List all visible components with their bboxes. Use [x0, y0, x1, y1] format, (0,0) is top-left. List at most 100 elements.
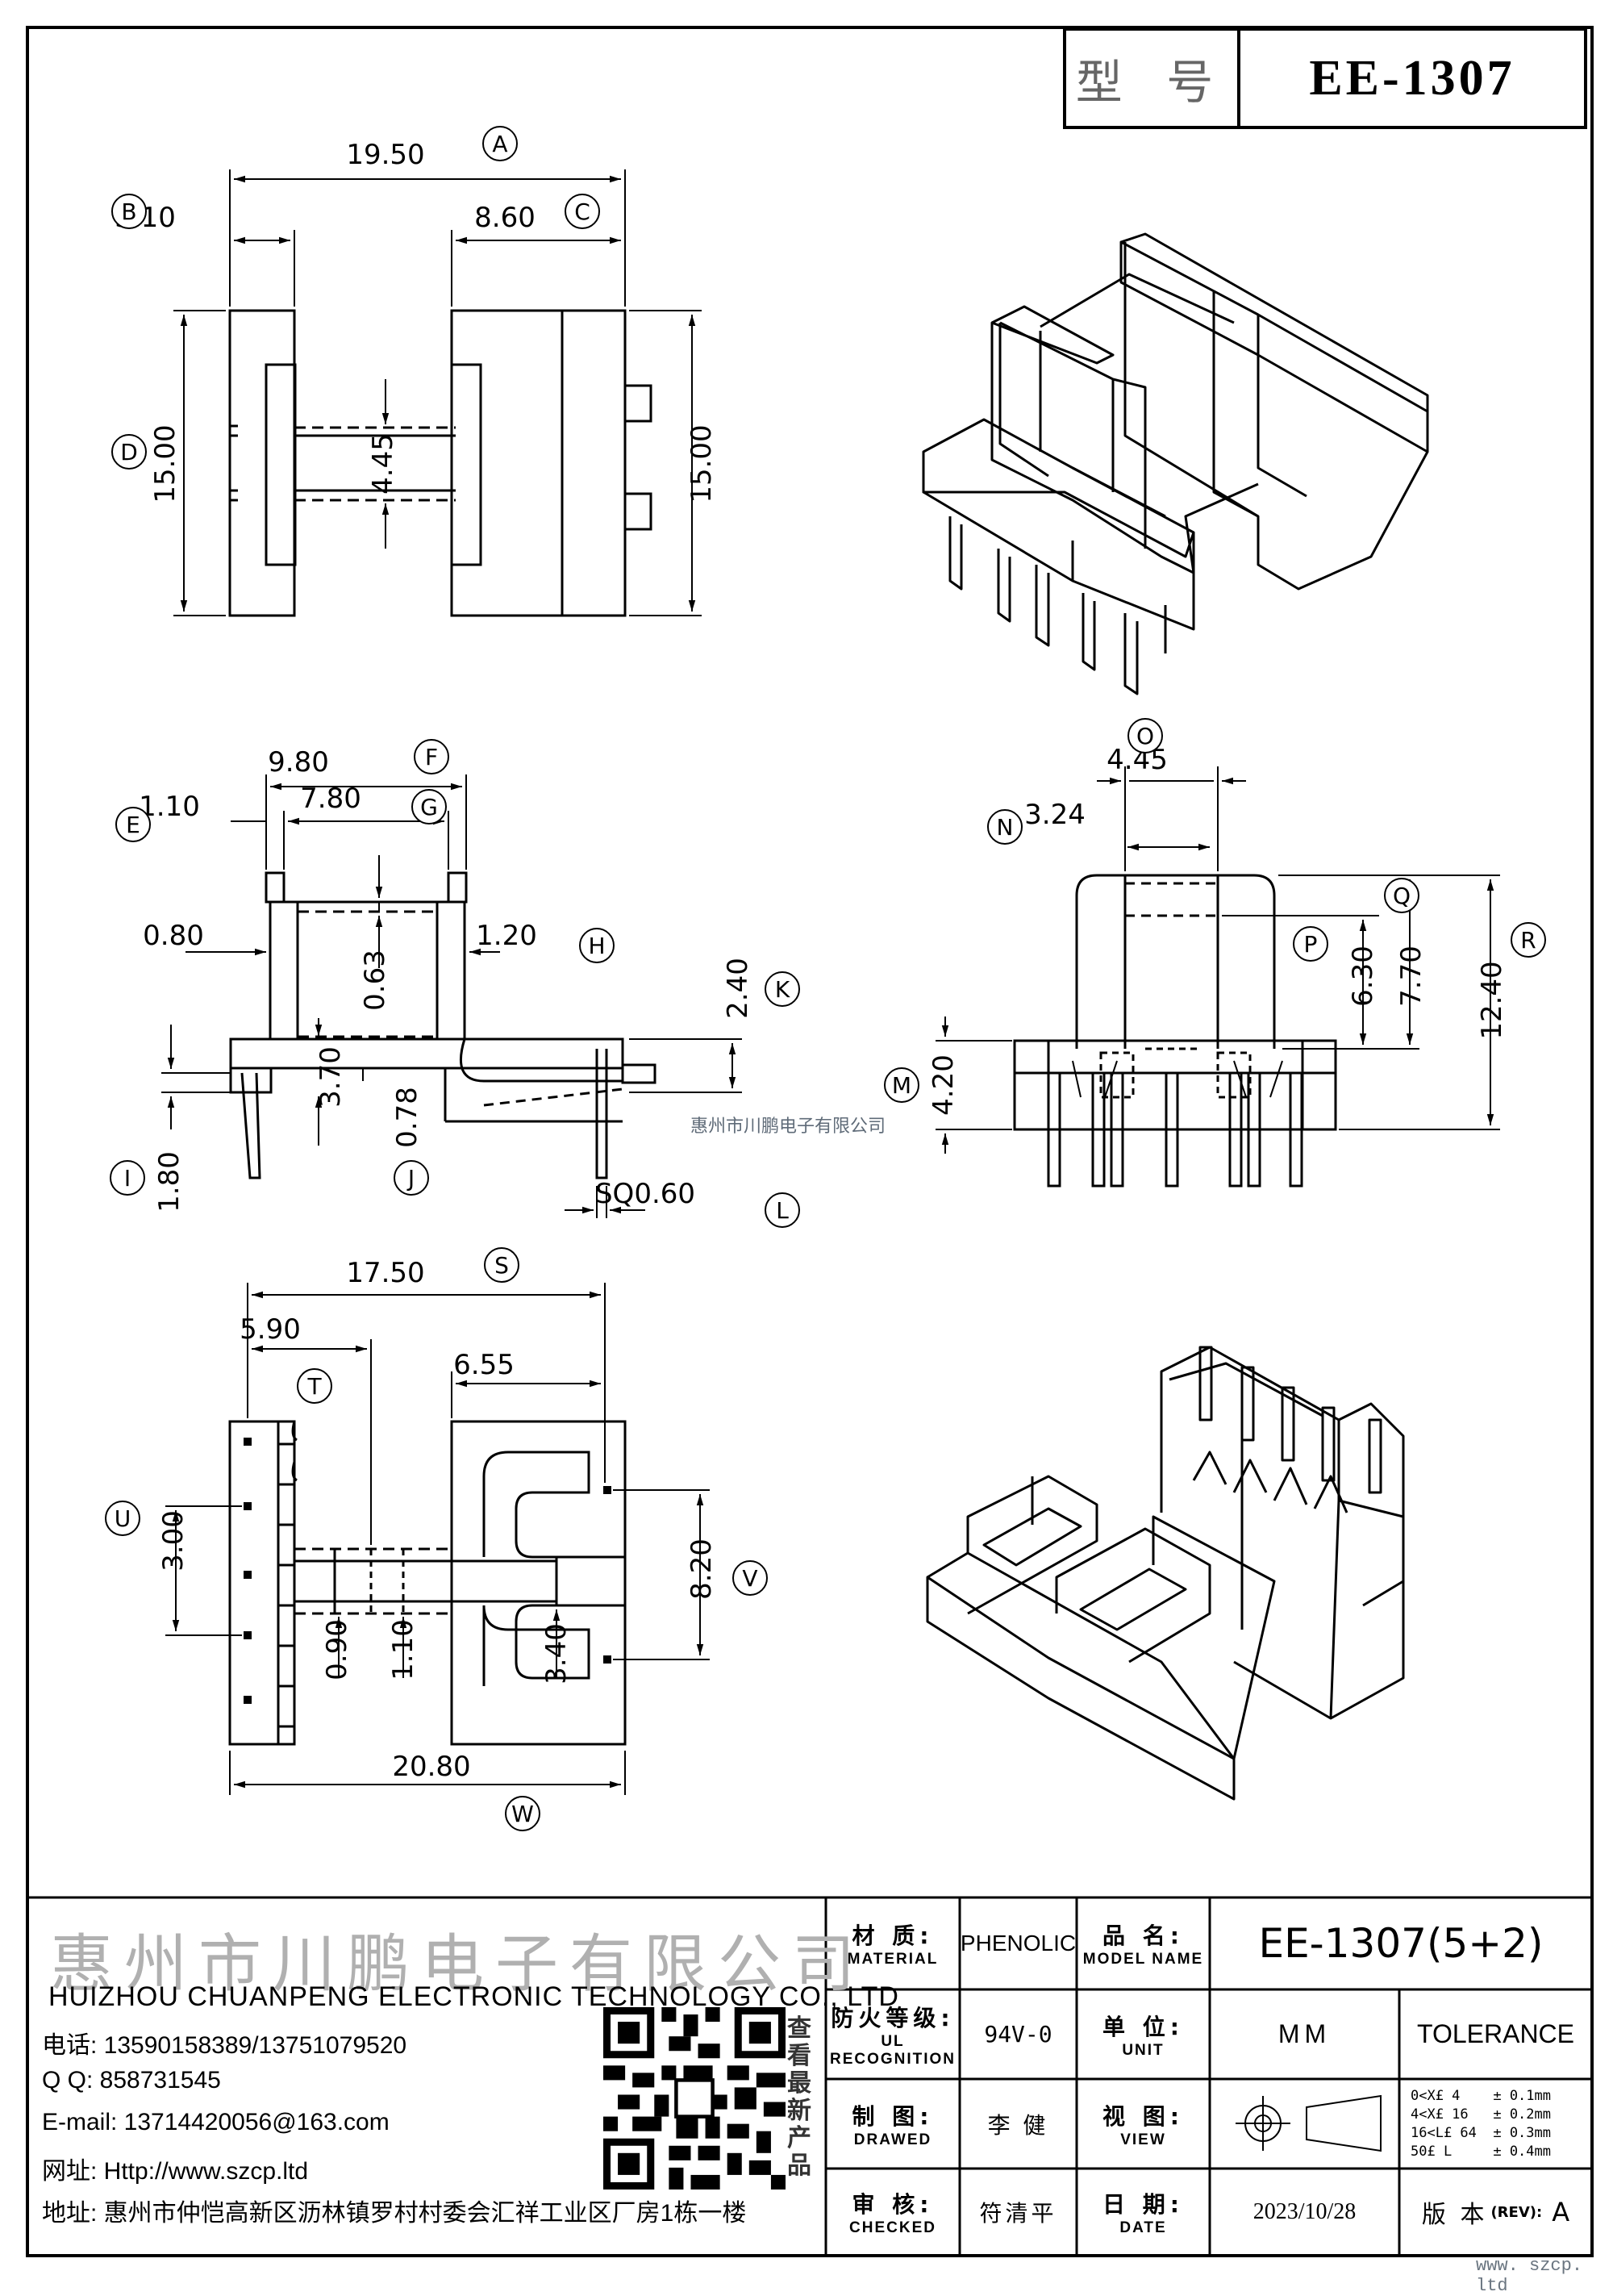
- company-phone: 电话: 13590158389/13751079520: [42, 2032, 407, 2059]
- model-name-value: EE-1307(5+2): [1258, 1920, 1544, 1967]
- isometric-view-top: [922, 232, 1429, 695]
- side-view-dims: [161, 774, 742, 1218]
- company-qq: Q Q: 858731545: [42, 2067, 221, 2094]
- circle-label-f: F: [414, 739, 449, 774]
- tolerance-table: 0<X£ 4 ± 0.1mm 4<X£ 16 ± 0.2mm 16<L£ 64 …: [1401, 2081, 1590, 2167]
- circle-label-a: A: [482, 126, 518, 161]
- dim-r: 12.40: [1476, 961, 1508, 1040]
- revision-value: A: [1552, 2197, 1570, 2227]
- view-label: 视 图: VIEW: [1102, 2102, 1184, 2148]
- tolerance-line: 50£ L ± 0.4mm: [1411, 2143, 1551, 2160]
- circle-label-d: D: [111, 434, 147, 470]
- qr-code-icon[interactable]: [603, 2007, 786, 2190]
- dim-s: 17.50: [346, 1257, 425, 1289]
- projection-symbol-icon: [1236, 2094, 1382, 2152]
- company-email: E-mail: 13714420056@163.com: [42, 2109, 390, 2135]
- checked-label: 审 核: CHECKED: [849, 2191, 936, 2236]
- dim-v: 8.20: [686, 1538, 718, 1600]
- circle-label-r: R: [1511, 922, 1546, 958]
- date-value: 2023/10/28: [1252, 2199, 1357, 2224]
- circle-label-e: E: [115, 807, 151, 842]
- drawing-border: [26, 26, 1594, 2257]
- tolerance-line: 4<X£ 16 ± 0.2mm: [1411, 2106, 1551, 2123]
- dim-340: 3.40: [540, 1623, 573, 1684]
- circle-label-i: I: [110, 1160, 145, 1196]
- unit-value: MM: [1277, 2019, 1332, 2048]
- circle-label-j: J: [394, 1160, 429, 1196]
- dim-p: 6.30: [1347, 946, 1379, 1007]
- revision: 版 本 (REV): A: [1401, 2170, 1590, 2254]
- checked-value: 符清平: [979, 2201, 1057, 2226]
- tolerance-line: 0<X£ 4 ± 0.1mm: [1411, 2087, 1551, 2104]
- dim-c: 8.60: [474, 202, 536, 234]
- dim-f: 9.80: [268, 746, 329, 779]
- circle-label-q: Q: [1384, 878, 1419, 913]
- dim-655: 6.55: [453, 1349, 515, 1381]
- front-view-dims: [173, 169, 702, 616]
- dim-n: 3.24: [1024, 799, 1086, 831]
- dim-090: 0.90: [321, 1619, 353, 1680]
- bottom-view: [228, 1420, 627, 1746]
- company-name-cn: 惠州市川鹏电子有限公司: [50, 1928, 867, 2001]
- material-label: 材 质: MATERIAL: [847, 1922, 939, 1968]
- circle-label-o: O: [1127, 718, 1163, 754]
- company-address: 地址: 惠州市仲恺高新区沥林镇罗村村委会汇祥工业区厂房1栋一楼: [42, 2200, 747, 2227]
- dim-k: 2.40: [722, 958, 754, 1019]
- side-view: [229, 871, 656, 1179]
- dim-u: 3.00: [157, 1510, 190, 1572]
- circle-label-s: S: [484, 1247, 519, 1283]
- circle-label-m: M: [884, 1067, 919, 1103]
- isometric-view-bottom: [926, 1346, 1405, 1801]
- dim-d2: 15.00: [686, 424, 718, 503]
- material-value: PHENOLIC: [960, 1931, 1077, 1956]
- model-name-label: 品 名: MODEL NAME: [1082, 1922, 1204, 1968]
- dim-a: 19.50: [346, 139, 425, 171]
- revision-label: 版 本: [1421, 2201, 1488, 2229]
- company-website[interactable]: 网址: Http://www.szcp.ltd: [42, 2158, 309, 2185]
- circle-label-c: C: [565, 194, 600, 229]
- dim-core: 4.45: [367, 433, 399, 495]
- circle-label-b: B: [111, 194, 147, 229]
- dim-w: 20.80: [392, 1751, 471, 1783]
- circle-label-t: T: [297, 1368, 332, 1404]
- fire-rating-value: 94V-0: [984, 2021, 1052, 2048]
- watermark-text: 惠州市川鹏电子有限公司: [690, 1117, 886, 1137]
- model-number: EE-1307: [1309, 50, 1515, 106]
- end-view-dims: [936, 766, 1500, 1154]
- fire-rating-label: 防火等级: UL RECOGNITION: [829, 2004, 957, 2068]
- dim-l: SQ0.60: [594, 1178, 696, 1210]
- end-view: [1013, 874, 1337, 1188]
- circle-label-h: H: [579, 928, 615, 963]
- qr-side-text: 查看最新产品: [787, 2014, 811, 2180]
- dim-d: 15.00: [149, 424, 181, 503]
- drawn-label: 制 图: DRAWED: [852, 2102, 934, 2148]
- bottom-view-pins: [244, 1438, 611, 1704]
- circle-label-u: U: [105, 1501, 140, 1536]
- drawn-value: 李 健: [987, 2112, 1049, 2138]
- unit-label: 单 位: UNIT: [1102, 2013, 1184, 2059]
- date-label: 日 期: DATE: [1102, 2191, 1184, 2236]
- dim-t: 5.90: [240, 1313, 301, 1346]
- dim-i: 1.80: [153, 1151, 185, 1213]
- dim-j: 0.78: [391, 1087, 423, 1148]
- dim-m: 4.20: [927, 1054, 960, 1116]
- circle-label-l: L: [765, 1192, 800, 1228]
- model-label: 型 号: [1066, 31, 1240, 126]
- dim-g: 7.80: [300, 783, 361, 815]
- dim-110: 1.10: [387, 1619, 419, 1680]
- site-footer: www. szcp. ltd: [1476, 2256, 1583, 2296]
- header-model-box: 型 号 EE-1307: [1063, 27, 1587, 129]
- revision-label-en: (REV):: [1490, 2203, 1543, 2221]
- circle-label-n: N: [987, 809, 1023, 845]
- front-view: [228, 309, 652, 617]
- tolerance-line: 16<L£ 64 ± 0.3mm: [1411, 2124, 1551, 2141]
- circle-label-p: P: [1293, 926, 1328, 962]
- dim-370: 3.70: [315, 1046, 347, 1108]
- dim-q: 7.70: [1395, 946, 1428, 1007]
- tolerance-label: TOLERANCE: [1416, 2019, 1574, 2048]
- titleblock-grid: [27, 1896, 1592, 2256]
- bottom-view-dims: [165, 1283, 710, 1795]
- circle-label-k: K: [765, 971, 800, 1007]
- circle-label-v: V: [732, 1560, 768, 1596]
